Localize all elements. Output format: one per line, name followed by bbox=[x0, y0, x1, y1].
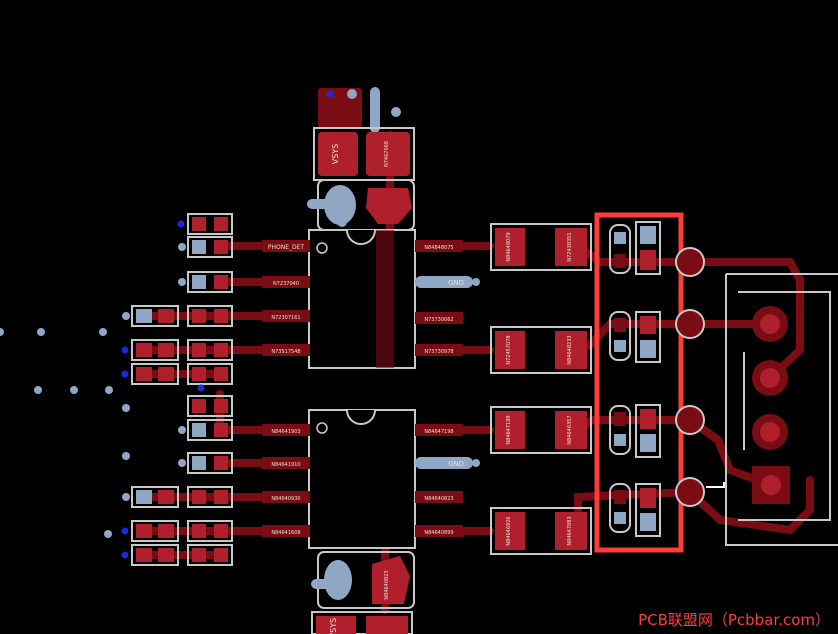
vsys-label: VSYS bbox=[331, 144, 340, 165]
r2-right-label: N84648233 bbox=[567, 335, 573, 364]
u1-right-pin4: N73730978 bbox=[424, 349, 453, 355]
top-pads[interactable] bbox=[307, 179, 415, 231]
diode-3[interactable] bbox=[609, 404, 661, 458]
u1-right-gnd: GND bbox=[448, 279, 464, 287]
u2-right-pin3: N84640823 bbox=[424, 496, 453, 502]
ic-u2[interactable]: N84641903 N84641910 N84640930 N84641608 … bbox=[262, 409, 480, 549]
net-label-bottom: N84640823 bbox=[384, 570, 390, 599]
u1-left-pin3: N72307161 bbox=[271, 315, 300, 321]
u1-left-pin4: N73517548 bbox=[271, 349, 300, 355]
connector-j1[interactable] bbox=[725, 273, 838, 546]
u1-right-pin3: N73730062 bbox=[424, 317, 453, 323]
u2-right-pin4: N84640899 bbox=[424, 530, 453, 536]
r4-left-label: N84646926 bbox=[506, 516, 512, 545]
bottom-component[interactable]: N84640823 VSYS bbox=[311, 551, 415, 634]
diode-2[interactable] bbox=[609, 311, 661, 363]
left-passives[interactable] bbox=[131, 213, 233, 566]
r3-left-label: N84647199 bbox=[506, 415, 512, 444]
u1-left-pin2: N7237040 bbox=[273, 281, 299, 287]
r1-right-label: N72438351 bbox=[567, 232, 573, 261]
u2-right-gnd: GND bbox=[448, 460, 464, 468]
r4-right-label: N84647883 bbox=[567, 516, 573, 545]
diode-4[interactable] bbox=[609, 483, 661, 537]
blue-vias bbox=[121, 90, 334, 559]
ic-u1[interactable]: PHONE_DET N7237040 N72307161 N73517548 N… bbox=[262, 229, 480, 369]
u1-right-pin1: N84848075 bbox=[424, 245, 453, 251]
u2-left-pin1: N84641903 bbox=[271, 429, 300, 435]
bottom-vsys-label: VSYS bbox=[329, 618, 338, 634]
u1-left-pin1: PHONE_DET bbox=[268, 244, 305, 251]
vias bbox=[0, 243, 186, 538]
highlighted-components[interactable] bbox=[594, 212, 684, 553]
selection-highlight-box bbox=[594, 212, 684, 553]
resistor-array[interactable]: N84648079 N72438351 N72457078 N84648233 … bbox=[490, 223, 592, 555]
test-points[interactable] bbox=[675, 247, 705, 507]
u2-right-pin1: N84647198 bbox=[424, 429, 453, 435]
r1-left-label: N84648079 bbox=[506, 232, 512, 261]
vsys-component[interactable]: VSYS N7467068 bbox=[313, 127, 415, 181]
top-cap[interactable] bbox=[318, 87, 401, 133]
u2-left-pin3: N84640930 bbox=[271, 496, 300, 502]
copper-traces bbox=[144, 131, 814, 614]
r2-left-label: N72457078 bbox=[506, 335, 512, 364]
u2-left-pin4: N84641608 bbox=[271, 530, 300, 536]
diode-1[interactable] bbox=[609, 221, 661, 275]
u2-left-pin2: N84641910 bbox=[271, 462, 300, 468]
net-label-top: N7467068 bbox=[384, 141, 390, 167]
watermark-text: PCB联盟网（Pcbbar.com） bbox=[638, 611, 830, 629]
r3-right-label: N84646357 bbox=[567, 415, 573, 444]
